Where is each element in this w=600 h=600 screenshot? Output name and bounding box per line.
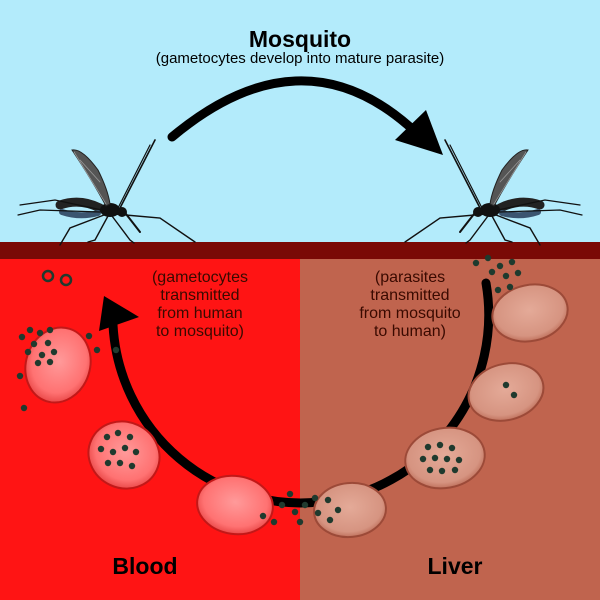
left-mosquito [17, 139, 196, 246]
liver-note-line: (parasites [374, 269, 446, 286]
liver-cell [491, 283, 569, 343]
liver-transmission-note: (parasites transmitted from mosquito to … [335, 269, 485, 341]
liver-cell [467, 362, 545, 422]
blood-note-line: transmitted [160, 287, 240, 304]
skin-band [0, 242, 600, 259]
gametocyte-ring [41, 269, 55, 283]
gametocyte-ring [59, 273, 73, 287]
liver-cell [313, 481, 387, 539]
red-blood-cell [196, 474, 274, 536]
blood-note-line: (gametocytes [151, 269, 249, 286]
blood-label: Blood [112, 553, 178, 579]
liver-label: Liver [427, 553, 483, 579]
blood-transmission-note: (gametocytes transmitted from human to m… [125, 269, 275, 341]
right-mosquito [404, 139, 583, 246]
diagram-subtitle: (gametocytes develop into mature parasit… [155, 50, 445, 67]
diagram-title: Mosquito [248, 26, 352, 52]
parasite-dots [16, 254, 522, 526]
blood-note-line: from human [157, 305, 243, 322]
liver-note-line: from mosquito [359, 305, 461, 322]
development-arrow [167, 76, 443, 155]
liver-note-line: to human) [373, 323, 447, 340]
liver-note-line: transmitted [370, 287, 450, 304]
blood-note-line: to mosquito) [155, 323, 245, 340]
